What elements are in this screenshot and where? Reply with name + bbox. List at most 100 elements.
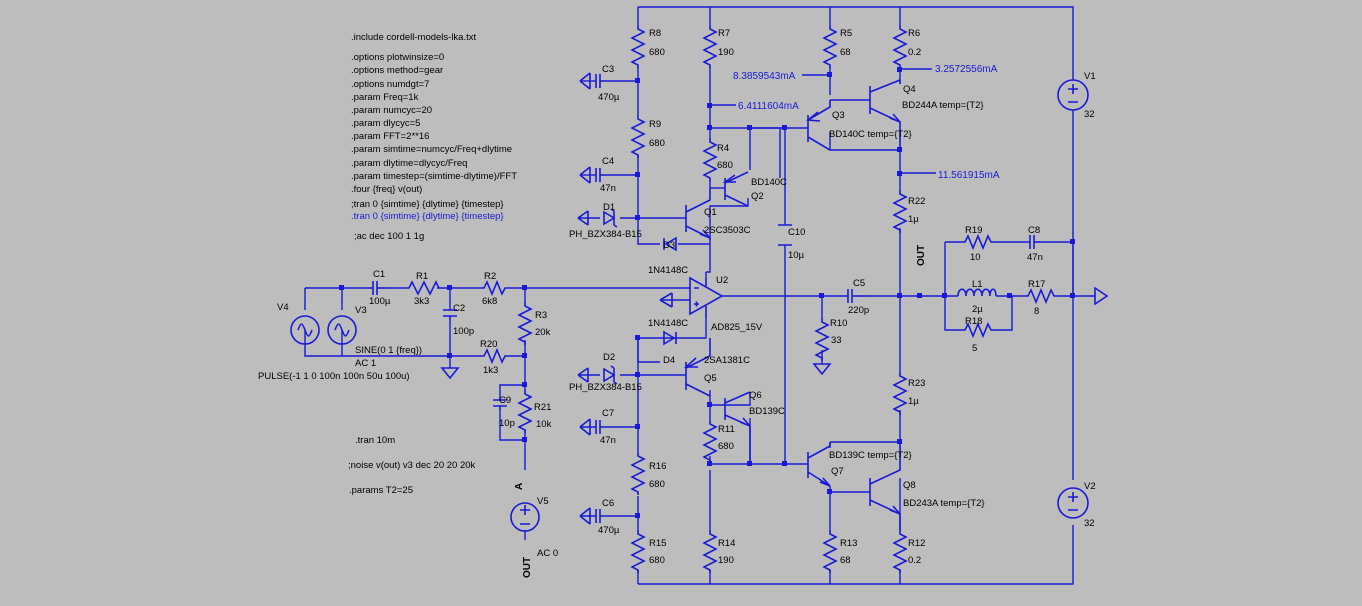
- r14-value: 190: [718, 555, 734, 566]
- r15-name: R15: [649, 538, 666, 549]
- r9-value: 680: [649, 138, 665, 149]
- directive-line: .param FFT=2**16: [351, 131, 429, 142]
- r3-value: 20k: [535, 327, 551, 338]
- d2-name: D2: [603, 352, 615, 363]
- l1-name: L1: [972, 279, 983, 290]
- c9-value: 10p: [499, 418, 515, 429]
- d3-name: D3: [663, 240, 675, 251]
- v3-value: SINE(0 1 {freq}): [355, 345, 422, 356]
- spice-directives: .include cordell-models-lka.txt .options…: [348, 32, 517, 496]
- c5-name: C5: [853, 278, 865, 289]
- v1-name: V1: [1084, 71, 1096, 82]
- r15-value: 680: [649, 555, 665, 566]
- v4-name: V4: [277, 302, 289, 313]
- v5-name: V5: [537, 496, 549, 507]
- r21-value: 10k: [536, 419, 552, 430]
- r23-name: R23: [908, 378, 925, 389]
- source-labels: V1 32 V2 32 V3 SINE(0 1 {freq}) AC 1 V4 …: [258, 71, 1096, 559]
- directive-line: .param timestep=(simtime-dlytime)/FFT: [351, 171, 517, 182]
- r12-value: 0.2: [908, 555, 921, 566]
- r18-name: R18: [965, 316, 982, 327]
- directive-line: .tran 10m: [355, 435, 395, 446]
- c8-name: C8: [1028, 225, 1040, 236]
- net-label-a: A: [514, 483, 525, 490]
- r12-name: R12: [908, 538, 925, 549]
- inductor-l1-symbol: [957, 288, 997, 297]
- current-r7: 6.4111604mA: [738, 101, 799, 112]
- q1-name: Q1: [704, 207, 717, 218]
- r13-name: R13: [840, 538, 857, 549]
- q7-model: BD139C temp={T2}: [829, 450, 912, 461]
- r2-name: R2: [484, 271, 496, 282]
- v3-name: V3: [355, 305, 367, 316]
- r19-value: 10: [970, 252, 981, 263]
- capacitor-labels: C3 470µ C4 47n C10 10µ C8 47n C1 100µ C2…: [369, 64, 1043, 536]
- r10-value: 33: [831, 335, 842, 346]
- q3-name: Q3: [832, 110, 845, 121]
- c2-name: C2: [453, 303, 465, 314]
- q4-name: Q4: [903, 84, 916, 95]
- c10-name: C10: [788, 227, 805, 238]
- q8-name: Q8: [903, 480, 916, 491]
- q1-model: 2SC3503C: [704, 225, 751, 236]
- q2-model: BD140C: [751, 177, 787, 188]
- directive-line: .param numcyc=20: [351, 105, 432, 116]
- u2-name: U2: [716, 275, 728, 286]
- r22-value: 1µ: [908, 214, 919, 225]
- directive-line: .params T2=25: [349, 485, 413, 496]
- v4-value: PULSE(-1 1 0 100n 100n 50u 100u): [258, 371, 410, 382]
- c5-value: 220p: [848, 305, 869, 316]
- directive-line: ;ac dec 100 1 1g: [354, 231, 424, 242]
- current-r22: 11.561915mA: [938, 170, 1000, 181]
- r19-name: R19: [965, 225, 982, 236]
- r8-name: R8: [649, 28, 661, 39]
- q6-name: Q6: [749, 390, 762, 401]
- current-r5: 8.3859543mA: [733, 71, 796, 82]
- diode-symbols: [603, 208, 677, 385]
- r17-name: R17: [1028, 279, 1045, 290]
- q5-name: Q5: [704, 373, 717, 384]
- directive-line: .param dlytime=dlycyc/Freq: [351, 158, 467, 169]
- r4-name: R4: [717, 143, 729, 154]
- l1-value: 2µ: [972, 304, 983, 315]
- ground-symbols: [440, 72, 1109, 525]
- transistor-labels: Q1 2SC3503C Q2 BD140C Q3 BD140C temp={T2…: [704, 84, 985, 509]
- net-label-out-v5: OUT: [522, 557, 533, 578]
- directive-line: .options numdgt=7: [351, 79, 429, 90]
- v2-name: V2: [1084, 481, 1096, 492]
- r18-value: 5: [972, 343, 977, 354]
- d1-name: D1: [603, 202, 615, 213]
- resistor-symbols: [405, 25, 1055, 573]
- r17-value: 8: [1034, 306, 1039, 317]
- c8-value: 47n: [1027, 252, 1043, 263]
- r7-value: 190: [718, 47, 734, 58]
- r14-name: R14: [718, 538, 735, 549]
- directive-line: .include cordell-models-lka.txt: [351, 32, 476, 43]
- r11-name: R11: [718, 424, 735, 435]
- c2-value: 100p: [453, 326, 474, 337]
- c3-name: C3: [602, 64, 614, 75]
- directive-line: .four {freq} v(out): [351, 184, 422, 195]
- c7-name: C7: [602, 408, 614, 419]
- q5-model: 2SA1381C: [704, 355, 750, 366]
- directive-line: ;tran 0 {simtime} {dlytime} {timestep}: [351, 199, 504, 210]
- q7-name: Q7: [831, 466, 844, 477]
- d4-name: D4: [663, 355, 675, 366]
- r22-name: R22: [908, 196, 925, 207]
- r10-name: R10: [830, 318, 847, 329]
- r4-value: 680: [717, 160, 733, 171]
- c1-name: C1: [373, 269, 385, 280]
- directive-line: .param Freq=1k: [351, 92, 419, 103]
- d4-model: 1N4148C: [648, 318, 688, 329]
- c6-value: 470µ: [598, 525, 620, 536]
- q3-model: BD140C temp={T2}: [829, 129, 912, 140]
- v3-ac: AC 1: [355, 358, 376, 369]
- r7-name: R7: [718, 28, 730, 39]
- c4-name: C4: [602, 156, 614, 167]
- c9-name: C9: [499, 395, 511, 406]
- r1-value: 3k3: [414, 296, 429, 307]
- r8-value: 680: [649, 47, 665, 58]
- opamp-u2-symbol: [689, 276, 724, 318]
- directive-line-active: .tran 0 {simtime} {dlytime} {timestep}: [351, 211, 504, 222]
